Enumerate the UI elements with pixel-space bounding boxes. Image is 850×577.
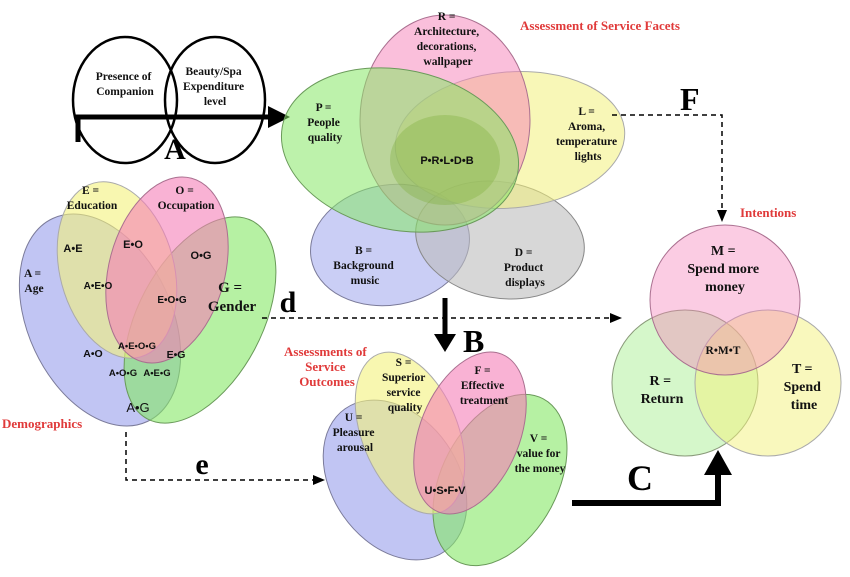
region-AE: A•E: [63, 243, 82, 255]
facet-core: [390, 115, 500, 205]
region-AOG: A•O•G: [109, 368, 137, 379]
region-AEO: A•E•O: [84, 281, 113, 292]
demographics-title: Demographics: [2, 416, 82, 431]
beauty-label: Beauty/Spa Expenditure level: [183, 66, 247, 108]
demo-A-label: A = Age: [24, 268, 44, 295]
arrow-A: [75, 114, 272, 142]
facet-P-label: P = People quality: [307, 102, 342, 144]
arrow-label-d: d: [280, 286, 297, 319]
input-group: Presence of Companion Beauty/Spa Expendi…: [71, 35, 290, 166]
region-OG: O•G: [191, 250, 212, 262]
facet-R-label: R = Architecture, decorations, wallpaper: [414, 11, 482, 68]
region-AG: A•G: [126, 400, 149, 415]
arrow-A-head: [268, 106, 290, 128]
intention-M-label: M = Spend more money: [687, 244, 762, 295]
facets-center-label: P•R•L•D•B: [420, 155, 473, 167]
presence-label: Presence of Companion: [96, 71, 155, 98]
outcome-U-label: U = Pleasure arousal: [333, 412, 378, 454]
arrow-label-F: F: [680, 81, 700, 117]
facet-B-label: B = Background music: [333, 245, 396, 287]
intentions-title: Intentions: [740, 205, 796, 220]
outcomes-title: Assessments of Service Outcomes: [284, 344, 370, 389]
outcome-F-ellipse: [413, 351, 527, 515]
intention-M-circle: [649, 224, 801, 376]
demo-E-label: E = Education: [67, 185, 118, 212]
arrow-F: [612, 114, 727, 222]
demo-G-label: G = Gender: [208, 280, 257, 315]
arrow-label-C: C: [627, 458, 653, 498]
facet-L-label: L = Aroma, temperature lights: [556, 106, 620, 163]
presence-oval: [71, 35, 179, 165]
region-EOG: E•O•G: [157, 295, 186, 306]
facets-venn: [280, 14, 626, 307]
intention-T-circle: [694, 309, 842, 457]
region-AEG: A•E•G: [143, 368, 170, 379]
outcome-S-label: S = Superior service quality: [382, 357, 428, 414]
demographics-venn: [18, 176, 277, 427]
intentions-venn: [611, 224, 842, 457]
demo-O-label: O = Occupation: [158, 185, 215, 212]
outcome-F-label: F = Effective treatment: [460, 365, 508, 407]
beauty-oval: [163, 35, 267, 165]
outcomes-center-label: U•S•F•V: [425, 485, 467, 497]
facet-D-label: D = Product displays: [504, 247, 546, 289]
demo-O-ellipse: [105, 176, 229, 364]
intentions-center-label: R•M•T: [706, 345, 741, 357]
arrow-C: [572, 450, 732, 506]
region-AEOG: A•E•O•G: [118, 341, 156, 352]
arrow-label-e: e: [195, 448, 208, 481]
region-AO: A•O: [83, 348, 102, 360]
facet-P-ellipse: [280, 67, 520, 233]
arrow-e: [125, 432, 325, 485]
outcomes-venn: [322, 351, 568, 567]
facets-title: Assessment of Service Facets: [520, 18, 680, 33]
region-EG: E•G: [167, 349, 186, 361]
region-EO: E•O: [123, 239, 143, 251]
intention-R-label: R = Return: [641, 374, 684, 407]
arrow-B: [434, 298, 456, 352]
arrow-label-A: A: [164, 133, 186, 166]
arrow-label-B: B: [463, 323, 484, 359]
arrow-d: [262, 313, 622, 323]
outcome-V-label: V = value for the money: [515, 433, 566, 475]
intention-T-label: T = Spend time: [784, 362, 825, 413]
